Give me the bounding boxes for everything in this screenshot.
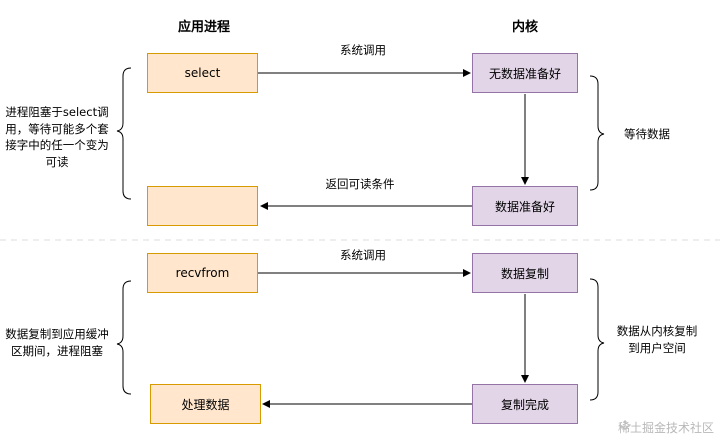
box-data-ready: 数据准备好 — [472, 186, 578, 226]
box-data-copy: 数据复制 — [472, 253, 578, 293]
note-copy-blocked: 数据复制到应用缓冲区期间，进程阻塞 — [5, 327, 109, 358]
note-kernel-to-user: 数据从内核复制到用户空间 — [616, 324, 698, 355]
right-brace-phase2 — [589, 278, 605, 401]
note-select-blocked: 进程阻塞于select调用，等待可能多个套接字中的任一个变为可读 — [5, 105, 109, 170]
left-brace-phase2 — [116, 280, 132, 395]
box-copy-complete: 复制完成 — [472, 384, 578, 424]
label-syscall-1: 系统调用 — [340, 43, 386, 57]
box-select: select — [147, 53, 258, 93]
watermark: 稀土掘金技术社区 — [618, 419, 714, 436]
label-syscall-2: 系统调用 — [340, 248, 386, 262]
note-waiting-data: 等待数据 — [624, 127, 670, 141]
left-brace-phase1 — [116, 67, 132, 200]
watermark-text: 稀土掘金技术社区 — [617, 421, 714, 435]
box-recvfrom: recvfrom — [147, 253, 258, 293]
box-no-data-ready: 无数据准备好 — [472, 53, 578, 93]
juejin-logo-icon — [618, 420, 631, 430]
header-kernel: 内核 — [511, 20, 538, 35]
box-empty-app — [147, 186, 258, 226]
right-brace-phase1 — [589, 75, 605, 191]
box-process-data: 处理数据 — [150, 384, 261, 424]
header-app-process: 应用进程 — [177, 20, 230, 35]
label-return-readable: 返回可读条件 — [325, 177, 395, 191]
